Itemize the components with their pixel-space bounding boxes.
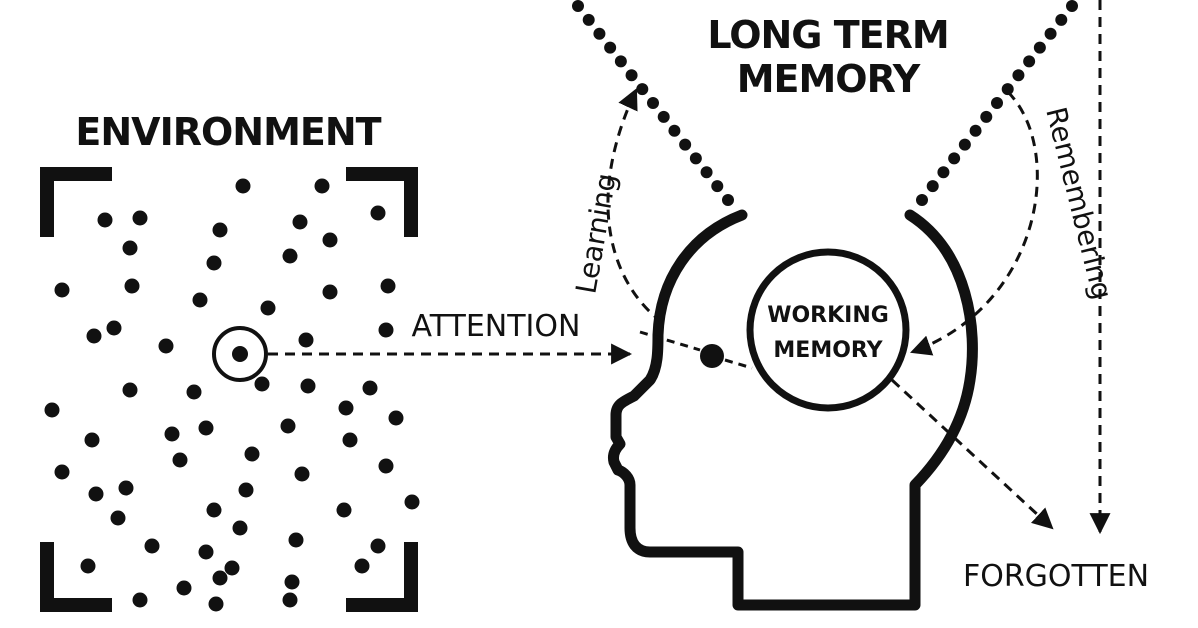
attended-stimulus-dot	[232, 346, 248, 362]
long-term-memory-heading-line2: MEMORY	[737, 57, 921, 101]
environment-heading: ENVIRONMENT	[75, 110, 381, 154]
long-term-memory-heading-line1: LONG TERM	[707, 13, 948, 57]
environment-stimuli-dots	[44, 178, 420, 612]
learning-label: Learning	[569, 171, 623, 296]
long-term-memory-cone	[572, 0, 1078, 206]
learning-arrow	[606, 88, 663, 324]
attention-label: ATTENTION	[412, 309, 581, 344]
head-back-outline	[608, 209, 978, 611]
working-memory-circle	[746, 248, 910, 412]
working-memory-label-line1: WORKING	[767, 303, 889, 328]
sensory-to-working-dash	[724, 358, 753, 370]
sensory-input-dot	[700, 344, 724, 368]
forgotten-label: FORGOTTEN	[963, 559, 1149, 594]
attended-stimulus-ring	[212, 326, 268, 382]
sensory-entry-dash	[639, 330, 701, 352]
working-memory-forgotten-arrow	[890, 378, 1054, 530]
remembering-arrow	[910, 90, 1039, 356]
working-memory-label-line2: MEMORY	[773, 338, 883, 363]
remembering-label: Remembering	[1039, 104, 1119, 303]
environment-frame	[40, 167, 418, 612]
